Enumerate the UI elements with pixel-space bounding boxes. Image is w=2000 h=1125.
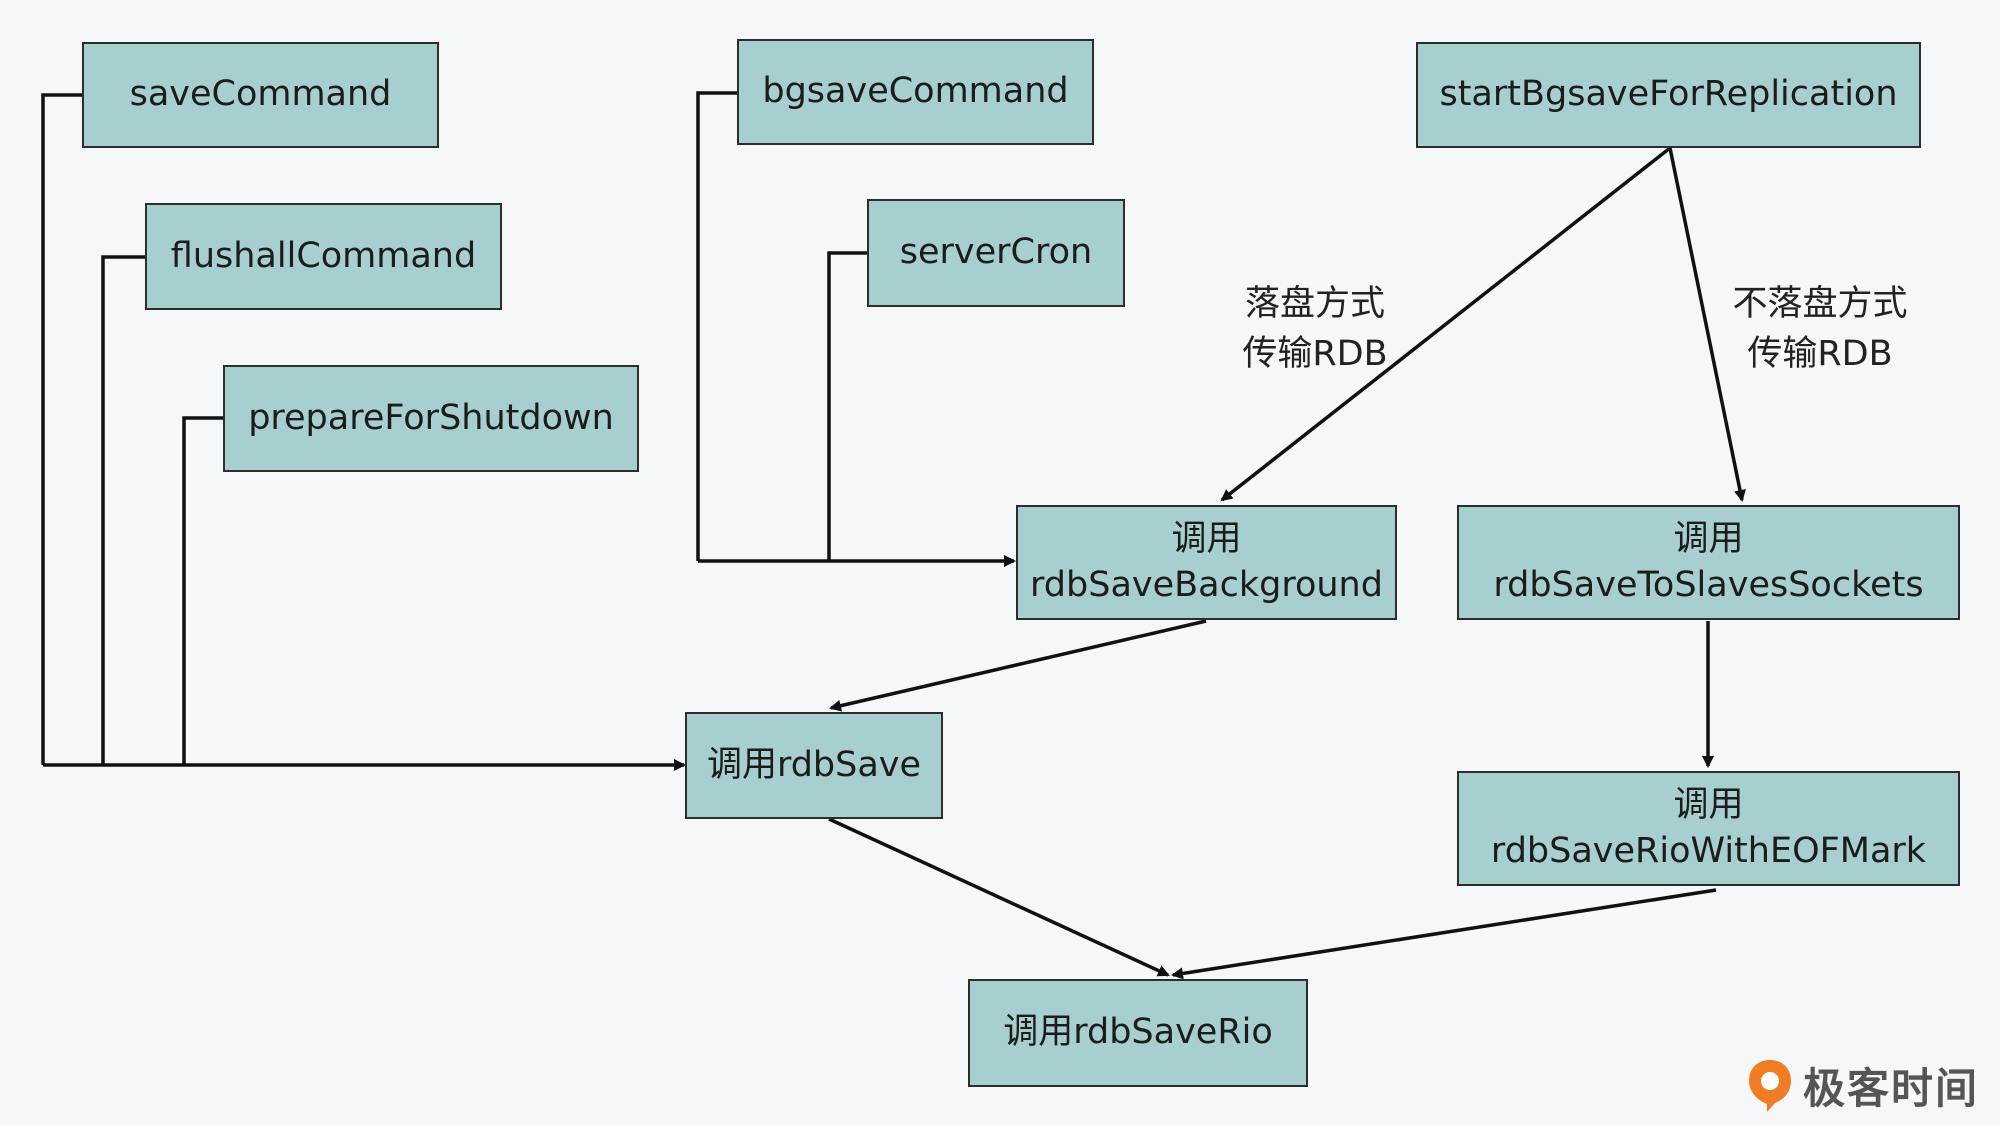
node-label: flushallCommand	[170, 235, 477, 276]
node-label: prepareForShutdown	[248, 397, 614, 438]
node-flushallCommand: flushallCommand	[145, 203, 502, 310]
node-serverCron: serverCron	[867, 199, 1125, 307]
edge-prepareForShutdown-to-rdbSave	[182, 416, 223, 765]
node-label-line2: rdbSaveRioWithEOFMark	[1490, 830, 1927, 871]
edge-saveCommand-to-rdbSave	[41, 93, 82, 765]
node-prepareForShutdown: prepareForShutdown	[223, 365, 639, 472]
node-saveCommand: saveCommand	[82, 42, 439, 148]
node-label: 调用rdbSaveRio	[1003, 1012, 1273, 1053]
node-label: bgsaveCommand	[762, 71, 1069, 112]
node-label: saveCommand	[129, 74, 392, 115]
edge-label-line1: 不落盘方式	[1732, 284, 1908, 324]
edge-label-line2: 传输RDB	[1242, 334, 1388, 374]
edge-label-diskless: 不落盘方式 传输RDB	[1720, 279, 1920, 379]
node-label: serverCron	[899, 232, 1093, 273]
geektime-logo-icon	[1749, 1059, 1791, 1112]
edge-label-line2: 传输RDB	[1747, 334, 1893, 374]
edge-rdbSaveBackground-to-rdbSave	[829, 619, 1207, 712]
edge-bgsaveCommand-to-rdbSaveBackground	[696, 91, 737, 561]
edge-rdbSaveRioWithEOFMark-to-rdbSaveRio	[1171, 888, 1717, 980]
node-label-line1: 调用	[1673, 519, 1744, 559]
node-rdbSaveRioWithEOFMark: 调用 rdbSaveRioWithEOFMark	[1457, 771, 1960, 886]
edge-label-disk: 落盘方式 传输RDB	[1230, 279, 1400, 379]
edge-label-line1: 落盘方式	[1244, 284, 1385, 324]
edge-flushallCommand-to-rdbSave	[101, 255, 145, 765]
node-rdbSaveRio: 调用rdbSaveRio	[968, 979, 1308, 1087]
node-label: startBgsaveForReplication	[1439, 74, 1898, 115]
node-label-line2: rdbSaveBackground	[1030, 564, 1383, 605]
edge-serverCron-to-rdbSaveBackground	[827, 251, 867, 561]
node-label-line1: 调用	[1673, 785, 1744, 825]
edge-replication-to-rdbSaveToSlavesSockets	[1668, 147, 1746, 502]
node-startBgsaveForReplication: startBgsaveForReplication	[1416, 42, 1921, 148]
edge-replication-to-rdbSaveBackground	[1220, 146, 1672, 502]
edge-rdbSave-to-rdbSaveRio	[828, 817, 1170, 977]
watermark-logo: 极客时间	[1745, 1055, 1979, 1116]
node-label-line1: 调用	[1171, 519, 1242, 559]
node-rdbSaveToSlavesSockets: 调用 rdbSaveToSlavesSockets	[1457, 505, 1960, 620]
node-rdbSaveBackground: 调用 rdbSaveBackground	[1016, 505, 1397, 620]
watermark-text: 极客时间	[1803, 1064, 1980, 1113]
node-rdbSave: 调用rdbSave	[685, 712, 943, 819]
node-label-line2: rdbSaveToSlavesSockets	[1493, 564, 1924, 605]
node-bgsaveCommand: bgsaveCommand	[737, 39, 1094, 145]
node-label: 调用rdbSave	[706, 744, 922, 785]
